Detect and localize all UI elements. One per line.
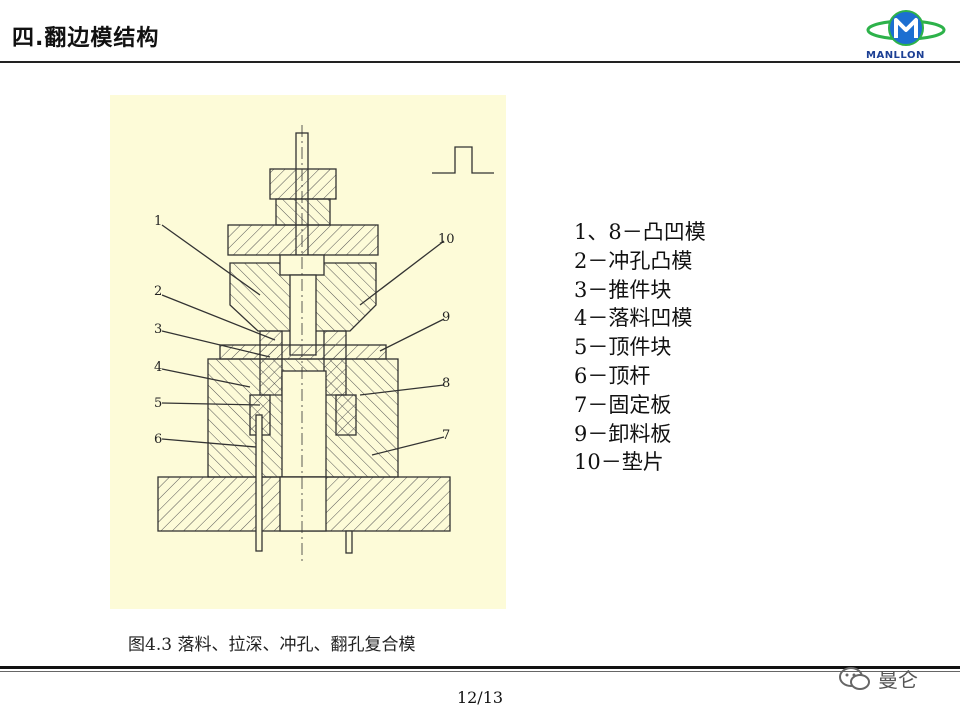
page-title: 四.翻边模结构	[12, 26, 160, 51]
page-number: 12/13	[456, 688, 504, 707]
wechat-icon	[839, 666, 870, 690]
legend-item: 9－卸料板	[574, 421, 672, 446]
legend-item: 7－固定板	[574, 392, 672, 417]
part-number-label: 9	[442, 310, 450, 325]
legend-item: 1、8－凸凹模	[574, 220, 706, 244]
part-number-label: 2	[154, 284, 162, 299]
header-divider	[0, 61, 960, 63]
figure-caption: 图4.3 落料、拉深、冲孔、翻孔复合模	[128, 635, 416, 655]
legend-item: 3－推件块	[574, 277, 672, 302]
legend-item: 10－垫片	[574, 450, 664, 475]
die-drawing: 1 2 3 4 5 6 10 9 8 7	[110, 95, 506, 609]
part-number-label: 6	[154, 432, 162, 447]
watermark-text: 曼仑	[878, 668, 918, 692]
footer-divider	[0, 666, 960, 669]
part-number-label: 5	[154, 396, 162, 411]
part-number-label: 1	[154, 214, 162, 229]
wechat-watermark: 曼仑	[838, 664, 918, 693]
part-number-label: 7	[442, 428, 450, 443]
company-logo	[866, 10, 946, 46]
legend-item: 4－落料凹模	[574, 306, 693, 331]
part-number-label: 4	[154, 360, 162, 375]
legend-item: 6－顶杆	[574, 363, 651, 388]
legend-item: 2－冲孔凸模	[574, 248, 693, 273]
part-number-label: 3	[154, 322, 162, 337]
logo-text: MANLLON	[866, 50, 925, 61]
part-number-label: 8	[442, 376, 450, 391]
footer-divider-thin	[0, 671, 960, 672]
legend-item: 5－顶件块	[574, 335, 672, 360]
part-number-label: 10	[438, 232, 455, 247]
part-legend: 1、8－凸凹模 2－冲孔凸模 3－推件块 4－落料凹模 5－顶件块 6－顶杆 7…	[574, 218, 706, 477]
